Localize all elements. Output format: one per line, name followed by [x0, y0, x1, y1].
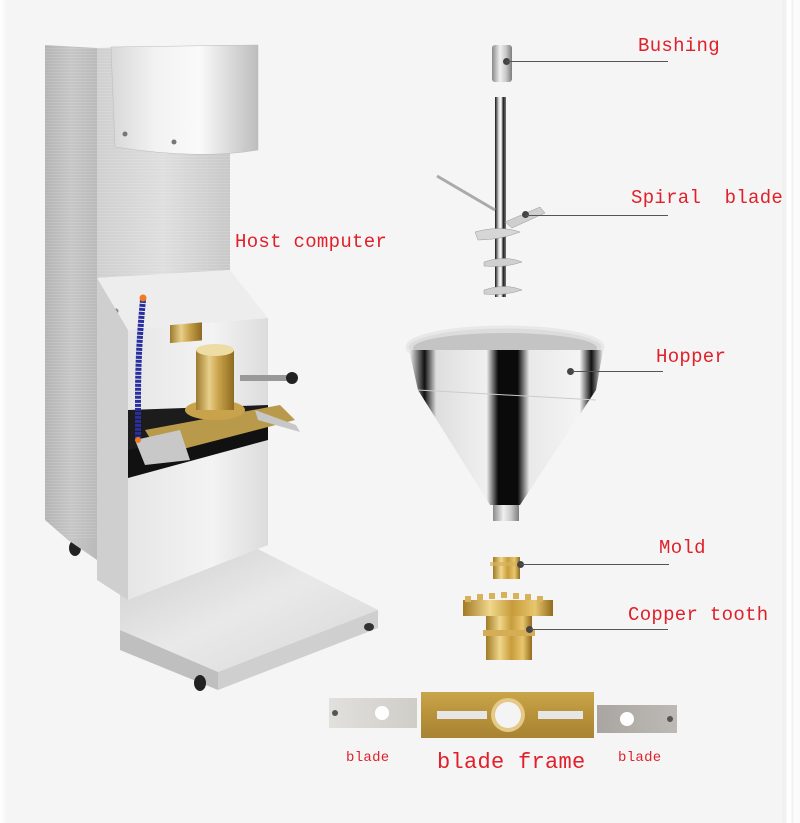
label-blade-left: blade: [346, 750, 390, 766]
mold-leader-line: [521, 564, 669, 565]
bushing-pointer-dot: [503, 58, 510, 65]
label-blade-frame: blade frame: [437, 750, 586, 775]
label-copper-tooth: Copper tooth: [628, 604, 769, 626]
left-border: [0, 0, 6, 823]
copper-tooth-leader-line: [530, 629, 668, 630]
label-spiral-blade: Spiral blade: [631, 187, 784, 209]
label-hopper: Hopper: [656, 346, 727, 368]
bushing-leader-line: [507, 61, 668, 62]
hopper-leader-line: [571, 371, 663, 372]
label-host-computer: Host computer: [235, 231, 388, 253]
hopper-pointer-dot: [567, 368, 574, 375]
right-border: [782, 0, 800, 823]
spiral-blade-leader-line: [526, 215, 668, 216]
host-machine: [0, 0, 420, 700]
label-bushing: Bushing: [638, 35, 720, 57]
label-mold: Mold: [659, 537, 706, 559]
machine-illustration: [45, 44, 378, 691]
label-blade-right: blade: [618, 750, 662, 766]
copper-tooth-pointer-dot: [526, 626, 533, 633]
mold-pointer-dot: [517, 561, 524, 568]
spiral-blade-pointer-dot: [522, 211, 529, 218]
